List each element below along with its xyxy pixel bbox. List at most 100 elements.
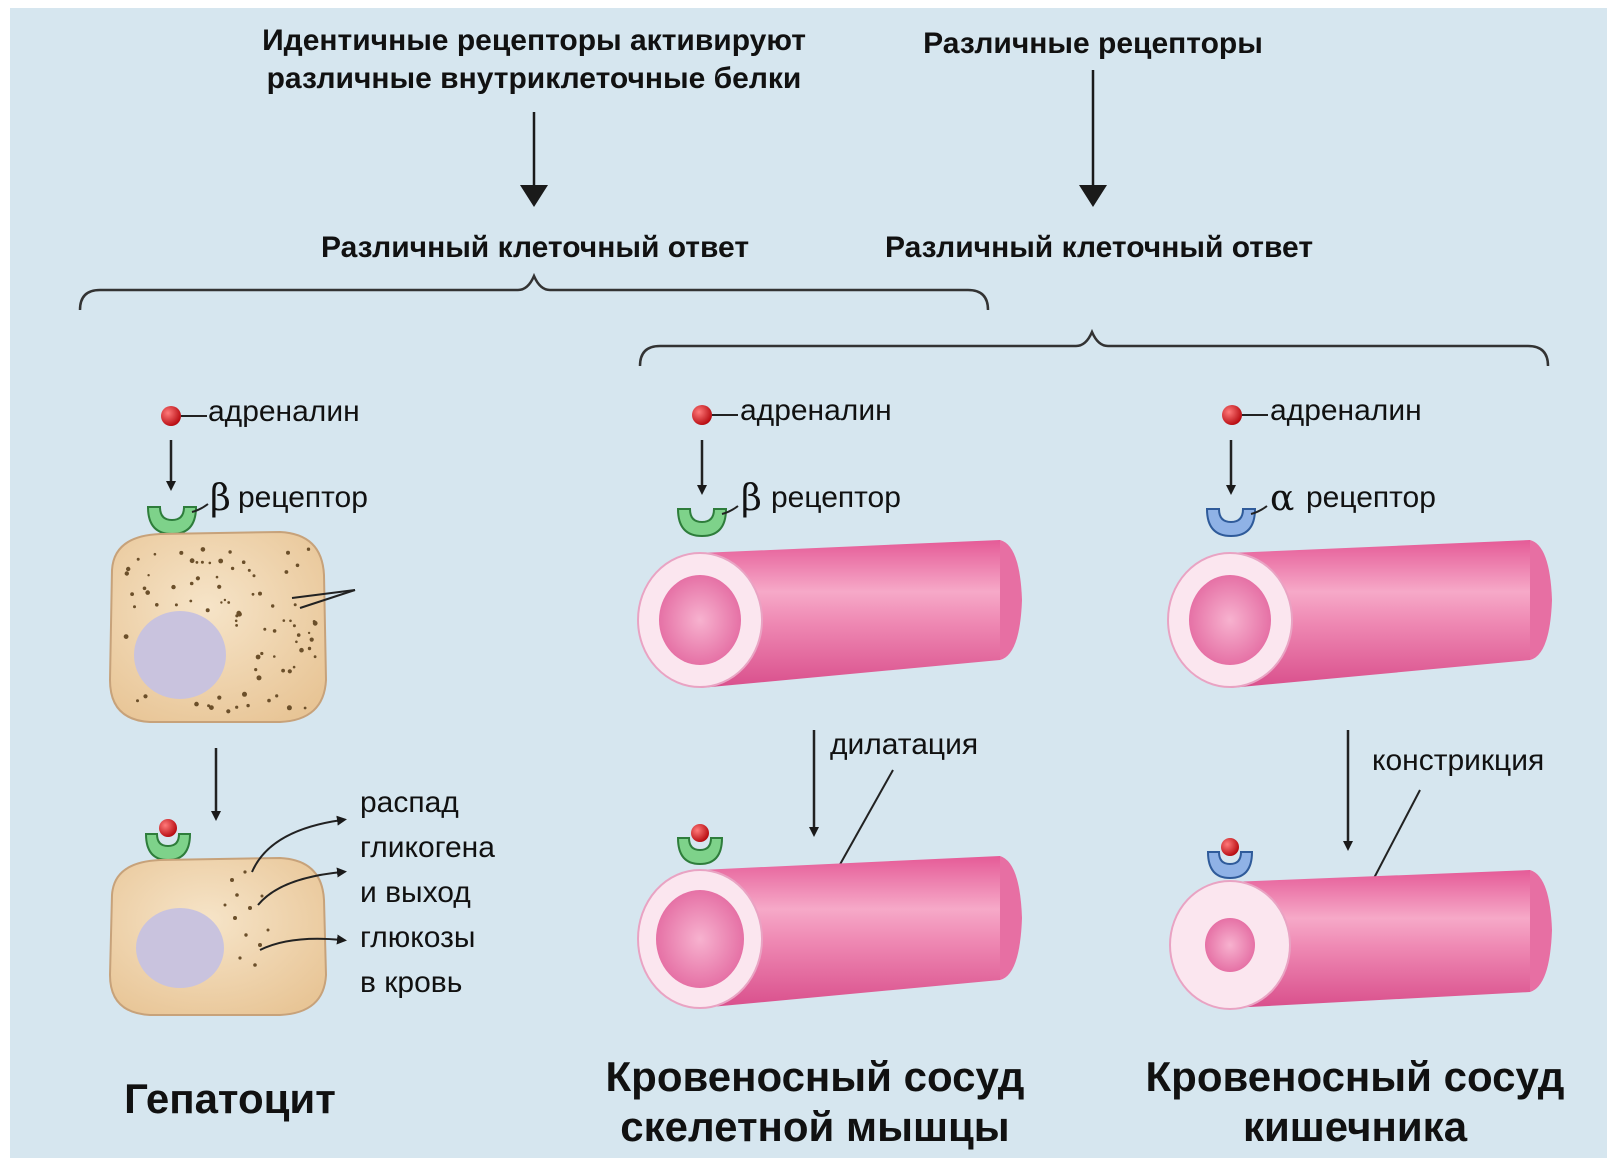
glycogen-granule xyxy=(289,620,292,623)
glycogen-granule xyxy=(263,628,266,631)
glycogen-granule xyxy=(196,561,199,564)
glycogen-granule xyxy=(260,652,263,655)
glycogen-granule xyxy=(217,585,221,589)
response-left-label: Различный клеточный ответ xyxy=(300,229,770,267)
glycogen-granule xyxy=(130,592,134,596)
glycogen-granule xyxy=(293,666,296,669)
glycogen-granule xyxy=(254,668,257,671)
glycogen-granule xyxy=(242,692,247,697)
ligand-label: адреналин xyxy=(208,395,360,429)
glycogen-granule xyxy=(308,632,310,634)
glycogen-granule xyxy=(295,641,298,644)
glycogen-granule xyxy=(273,629,277,633)
glycogen-granule xyxy=(308,647,311,650)
glycogen-granule xyxy=(235,620,238,623)
muscle-vessel-top xyxy=(638,405,1022,688)
header-identical-line1: Идентичные рецепторы активируют различны… xyxy=(244,22,824,98)
glycogen-granule xyxy=(271,604,274,607)
intestine-vessel-bottom xyxy=(1170,838,1552,1009)
glycogen-granule xyxy=(228,550,231,553)
adrenaline-ligand-icon xyxy=(692,405,712,425)
glycogen-granule xyxy=(143,587,147,591)
glycogen-granule xyxy=(257,675,262,680)
receptor-symbol: β xyxy=(210,478,231,519)
glycogen-granule xyxy=(313,621,318,626)
glycogen-granule xyxy=(281,669,285,673)
glycogen-granule xyxy=(201,547,206,552)
glycogen-granule xyxy=(201,561,204,564)
glycogen-granule xyxy=(196,576,200,580)
adrenaline-bound-icon xyxy=(159,819,177,837)
glycogen-granule xyxy=(125,571,129,575)
hepatocyte-top xyxy=(110,406,355,722)
glycogen-granule xyxy=(286,551,290,555)
alpha-receptor-icon xyxy=(1207,509,1255,536)
adrenaline-bound-icon xyxy=(691,824,709,842)
glycogen-granule xyxy=(294,603,297,606)
header-identical-receptors: Идентичные рецепторы активируют различны… xyxy=(244,22,824,98)
glycogen-granule xyxy=(236,611,241,616)
hepatocyte-bottom xyxy=(110,819,342,1015)
glycogen-granule xyxy=(273,655,276,658)
glycogen-granule xyxy=(216,576,219,579)
beta-receptor-icon xyxy=(148,507,196,534)
glycogen-granule xyxy=(224,599,226,601)
nucleus-icon xyxy=(134,611,226,699)
ligand-label: адреналин xyxy=(1270,394,1422,428)
glycogen-granule xyxy=(267,699,271,703)
glycogen-granule xyxy=(206,608,210,612)
glycogen-granule xyxy=(283,619,286,622)
receptor-label: рецептор xyxy=(1306,481,1436,515)
glycogen-granule xyxy=(242,560,246,564)
intestine-vessel-top xyxy=(1168,405,1552,688)
glycogen-granule xyxy=(231,567,234,570)
adrenaline-bound-icon xyxy=(1221,838,1239,856)
glycogen-granule xyxy=(227,601,230,604)
glycogen-granule xyxy=(285,570,289,574)
dilation-label: дилатация xyxy=(830,728,978,762)
header-different-receptors: Различные рецепторы xyxy=(900,25,1286,63)
brace-left xyxy=(80,276,988,310)
beta-receptor-bound-icon xyxy=(146,834,190,860)
brace-right xyxy=(640,332,1548,366)
glycogen-granule xyxy=(288,669,292,673)
ligand-label: адреналин xyxy=(740,394,892,428)
glycogen-breakdown-label: распад гликогена и выход глюкозы в кровь xyxy=(360,780,495,1005)
glycogen-granule xyxy=(136,699,139,702)
glycogen-granule xyxy=(246,704,249,707)
glycogen-granule xyxy=(209,705,214,710)
receptor-label: рецептор xyxy=(771,481,901,515)
constriction-label: констрикция xyxy=(1372,744,1544,778)
receptor-symbol: β xyxy=(741,478,762,519)
glycogen-granule xyxy=(310,638,314,642)
glycogen-granule xyxy=(220,601,222,603)
glycogen-granule xyxy=(297,633,301,637)
glycogen-granule xyxy=(189,600,192,603)
glycogen-granule xyxy=(287,705,292,710)
glycogen-granule xyxy=(235,624,238,627)
glycogen-granule xyxy=(124,634,129,639)
glycogen-granule xyxy=(235,706,238,709)
adrenaline-ligand-icon xyxy=(161,406,181,426)
glycogen-granule xyxy=(256,655,261,660)
response-right-label: Различный клеточный ответ xyxy=(870,229,1328,267)
glycogen-granule xyxy=(133,605,136,608)
receptor-label: рецептор xyxy=(238,481,368,515)
glycogen-granule xyxy=(296,564,300,568)
glycogen-granule xyxy=(154,553,157,556)
glycogen-granule xyxy=(252,593,255,596)
glycogen-granule xyxy=(137,558,140,561)
glycogen-granule xyxy=(147,574,149,576)
glycogen-granule xyxy=(307,548,310,551)
glycogen-granule xyxy=(190,582,194,586)
beta-receptor-icon xyxy=(678,509,726,536)
glycogen-granule xyxy=(217,696,221,700)
glycogen-granule xyxy=(190,558,195,563)
glycogen-granule xyxy=(145,590,150,595)
glycogen-granule xyxy=(299,648,304,653)
glycogen-granule xyxy=(126,567,130,571)
glycogen-granule xyxy=(143,694,147,698)
glycogen-granule xyxy=(171,585,175,589)
caption-intestine-vessel: Кровеносный сосуд кишечника xyxy=(1120,1052,1590,1152)
